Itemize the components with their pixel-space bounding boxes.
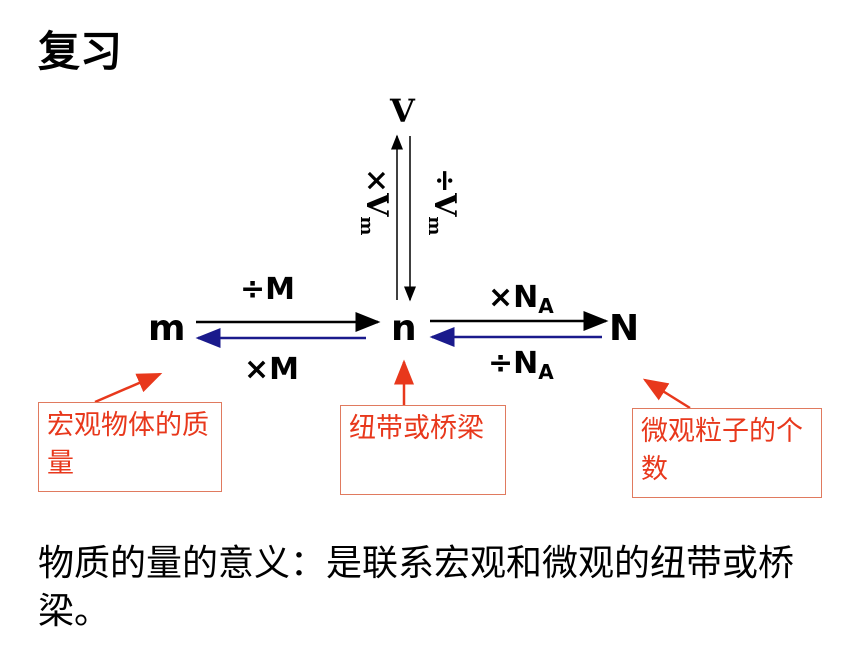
op-multiply-NA: ×NA (488, 280, 554, 318)
node-volume: V (390, 92, 415, 130)
conclusion-text: 物质的量的意义：是联系宏观和微观的纽带或桥梁。 (38, 543, 795, 632)
page-title: 复习 (38, 27, 123, 76)
node-amount: n (391, 308, 417, 349)
pointer-micro (642, 378, 691, 410)
node-mass: m (148, 308, 186, 349)
node-particle-count: N (609, 308, 640, 349)
op-divide-Vm: ÷Vm (424, 168, 462, 236)
op-multiply-M: ×M (244, 352, 299, 387)
op-multiply-Vm: ×Vm (356, 168, 394, 236)
pointer-macro (94, 372, 163, 404)
op-divide-M: ÷M (240, 272, 295, 307)
op-divide-NA: ÷NA (488, 346, 554, 384)
label-box-micro-count: 微观粒子的个数 (632, 408, 822, 498)
label-box-macro-mass: 宏观物体的质量 (38, 402, 222, 492)
label-box-bridge: 纽带或桥梁 (340, 405, 506, 495)
